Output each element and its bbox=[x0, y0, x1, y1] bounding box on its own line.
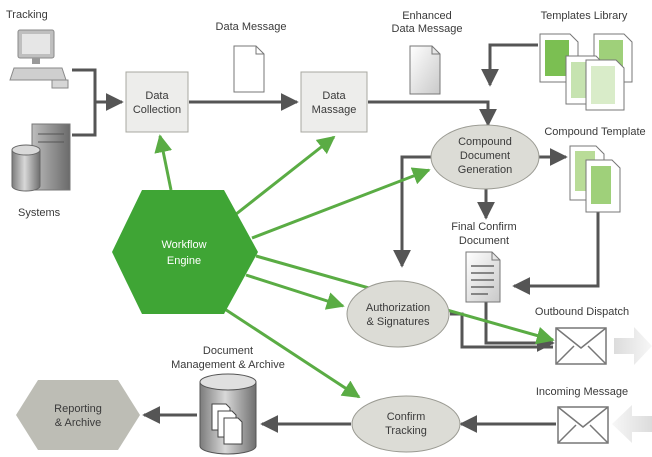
workflow-engine-line-1: Workflow bbox=[161, 239, 206, 251]
template-to-final-confirm-arrow bbox=[512, 210, 600, 295]
workflow-engine-line-2: Engine bbox=[167, 255, 201, 267]
compound-gen-line-2: Document bbox=[460, 150, 510, 162]
engine-to-confirm-tracking-arrow bbox=[213, 300, 361, 399]
engine-to-generation-arrow bbox=[251, 167, 431, 240]
tracking-label: Tracking bbox=[6, 9, 48, 21]
compound-gen-line-3: Generation bbox=[458, 164, 512, 176]
confirm-tracking-node: Confirm Tracking bbox=[351, 395, 461, 453]
document-management-line-1: Document bbox=[203, 345, 253, 357]
generation-to-authorization-arrow bbox=[393, 155, 432, 268]
reporting-archive-node: Reporting & Archive bbox=[16, 380, 140, 450]
compound-template-icon bbox=[569, 145, 621, 213]
enhanced-message-line-1: Enhanced bbox=[402, 10, 452, 22]
to-compound-generation-arrow bbox=[368, 100, 497, 127]
data-massage-node: Data Massage bbox=[300, 71, 368, 133]
final-confirm-document-icon bbox=[465, 251, 501, 303]
source-merge-line bbox=[72, 68, 97, 137]
data-message-label: Data Message bbox=[216, 21, 287, 33]
workflow-engine-node: Workflow Engine bbox=[112, 190, 258, 314]
data-collection-line-1: Data bbox=[145, 90, 169, 102]
final-confirm-line-2: Document bbox=[459, 235, 509, 247]
enhanced-message-document-icon bbox=[409, 45, 441, 95]
templates-library-label: Templates Library bbox=[541, 10, 628, 22]
engine-to-massage-arrow bbox=[225, 135, 336, 224]
reporting-line-1: Reporting bbox=[54, 403, 102, 415]
systems-label: Systems bbox=[18, 207, 61, 219]
data-collection-line-2: Collection bbox=[133, 104, 181, 116]
computer-icon bbox=[9, 29, 69, 89]
data-collection-node: Data Collection bbox=[125, 71, 189, 133]
final-confirm-line-1: Final Confirm bbox=[451, 221, 516, 233]
archive-database-icon bbox=[199, 373, 257, 455]
server-icon bbox=[11, 123, 71, 192]
compound-document-generation-node: Compound Document Generation bbox=[430, 124, 540, 190]
outbound-arrow-icon bbox=[614, 327, 652, 365]
enhanced-message-line-2: Data Message bbox=[392, 23, 463, 35]
incoming-envelope-icon bbox=[557, 406, 609, 444]
templates-library-icon bbox=[539, 33, 633, 111]
authorization-line-1: Authorization bbox=[366, 302, 430, 314]
incoming-message-label: Incoming Message bbox=[536, 386, 628, 398]
data-massage-line-2: Massage bbox=[312, 104, 357, 116]
confirm-tracking-line-2: Tracking bbox=[385, 425, 427, 437]
authorization-line-2: & Signatures bbox=[367, 316, 430, 328]
incoming-arrow-icon bbox=[612, 405, 652, 443]
confirm-tracking-line-1: Confirm bbox=[387, 411, 426, 423]
reporting-line-2: & Archive bbox=[55, 417, 101, 429]
document-management-line-2: Management & Archive bbox=[171, 359, 285, 371]
compound-template-label: Compound Template bbox=[544, 126, 645, 138]
outbound-dispatch-label: Outbound Dispatch bbox=[535, 306, 629, 318]
compound-gen-line-1: Compound bbox=[458, 136, 512, 148]
engine-to-authorization-arrow bbox=[245, 273, 345, 310]
authorization-signatures-node: Authorization & Signatures bbox=[346, 280, 450, 348]
data-message-document-icon bbox=[233, 45, 265, 93]
outbound-envelope-icon bbox=[555, 327, 607, 365]
data-massage-line-1: Data bbox=[322, 90, 346, 102]
templates-to-generation-arrow bbox=[481, 43, 538, 87]
final-confirm-to-dispatch-arrow bbox=[484, 302, 555, 352]
engine-to-collection-arrow bbox=[154, 134, 173, 191]
